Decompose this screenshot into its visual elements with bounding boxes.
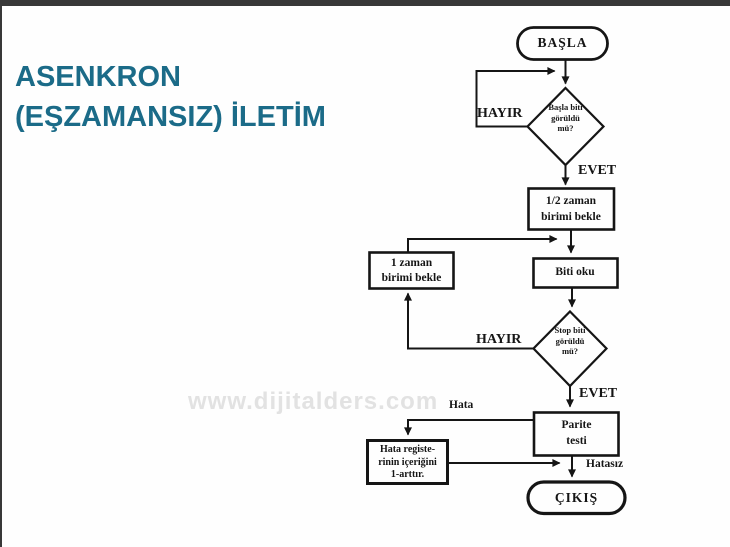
- edge-label-no-start: HAYIR: [477, 106, 523, 121]
- exit-terminator-shape: [526, 480, 627, 516]
- parity-node-label: Parite testi: [561, 419, 592, 447]
- error-register-node-label: Hata registe- rinin içeriğini 1-arttır.: [378, 444, 437, 480]
- left-border-bar: [0, 0, 2, 547]
- top-border-bar: [0, 0, 730, 6]
- slide-title-line2: (EŞZAMANSIZ) İLETİM: [15, 101, 326, 133]
- wait-half-node-label: 1/2 zaman birimi bekle: [541, 195, 601, 223]
- edge-parity-error: [404, 419, 534, 436]
- start-node-label: BAŞLA: [537, 35, 588, 50]
- edge-label-error: Hata: [449, 399, 474, 411]
- edge-label-yes-stop: EVET: [579, 386, 618, 401]
- edge-decision2-no: [404, 292, 533, 350]
- decision2-diamond-shape: [531, 309, 609, 388]
- parity-box-shape: [532, 411, 620, 457]
- watermark: www.dijitalders.com: [188, 388, 439, 415]
- slide-title: ASENKRON (EŞZAMANSIZ) İLETİM: [15, 57, 435, 137]
- slide-title-line1: ASENKRON: [15, 61, 181, 93]
- wait-one-node-label: 1 zaman birimi bekle: [381, 257, 442, 284]
- start-terminator-shape: [516, 26, 609, 61]
- decision2-node-label: Stop biti görüldü mü?: [554, 325, 586, 357]
- decision1-diamond-shape: [525, 86, 606, 167]
- error-register-box-shape: [366, 439, 449, 485]
- edge-label-no-stop: HAYIR: [476, 332, 522, 347]
- read-bit-node-label: Biti oku: [555, 266, 595, 278]
- decision1-node-label: Başla biti görüldü mü?: [548, 102, 583, 134]
- edge-label-no-error: Hatasız: [586, 458, 624, 470]
- edge-label-yes-start: EVET: [578, 163, 617, 178]
- wait-one-box-shape: [368, 251, 455, 290]
- exit-node-label: ÇIKIŞ: [554, 490, 599, 505]
- edge-waitone-feedback: [407, 235, 558, 252]
- edge-decision1-no-loop: [475, 67, 556, 128]
- read-bit-box-shape: [532, 257, 619, 289]
- wait-half-box-shape: [527, 187, 616, 231]
